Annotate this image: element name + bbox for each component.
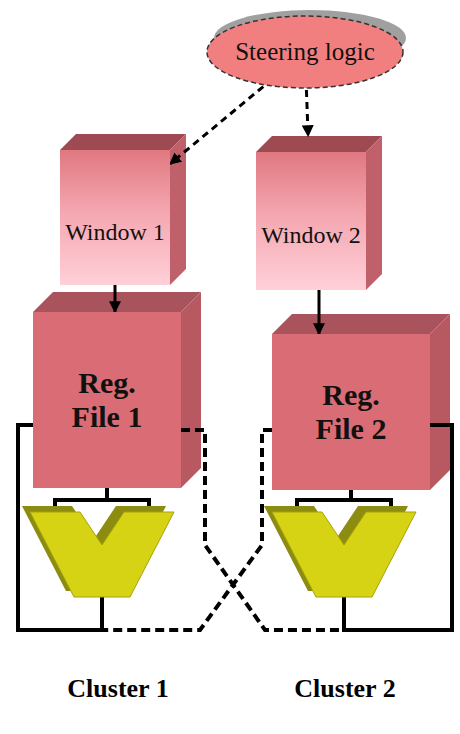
box-top-face <box>256 136 382 152</box>
alu-symbol <box>22 506 174 597</box>
node-label: Reg. File 1 <box>61 366 153 435</box>
alu-face <box>272 512 416 597</box>
cluster-label: Cluster 2 <box>294 674 395 704</box>
node-label: Window 1 <box>65 219 165 247</box>
node-label: Window 2 <box>261 222 361 250</box>
node-label: Steering logic <box>235 38 375 67</box>
connector-arrow <box>114 285 117 312</box>
connector-arrow <box>318 290 321 334</box>
box-top-face <box>60 134 186 150</box>
steering-ellipse: Steering logic <box>205 14 405 90</box>
box-side-face <box>430 314 450 490</box>
box-top-face <box>33 292 201 312</box>
box-faces <box>33 134 450 490</box>
box-side-face <box>366 136 382 290</box>
window-box: Window 2 <box>256 152 366 290</box>
ellipse-shape <box>207 16 403 88</box>
register-file-box: Reg. File 1 <box>33 312 181 488</box>
alu-symbol <box>264 506 416 597</box>
alu-face <box>30 512 174 597</box>
box-top-face <box>272 314 450 334</box>
connector-arrow <box>306 90 308 136</box>
box-side-face <box>181 292 201 488</box>
connector-arrow <box>170 87 263 164</box>
cluster-label: Cluster 1 <box>67 674 168 704</box>
window-box: Window 1 <box>60 150 170 285</box>
node-label: Reg. File 2 <box>301 378 401 447</box>
register-file-box: Reg. File 2 <box>272 334 430 490</box>
